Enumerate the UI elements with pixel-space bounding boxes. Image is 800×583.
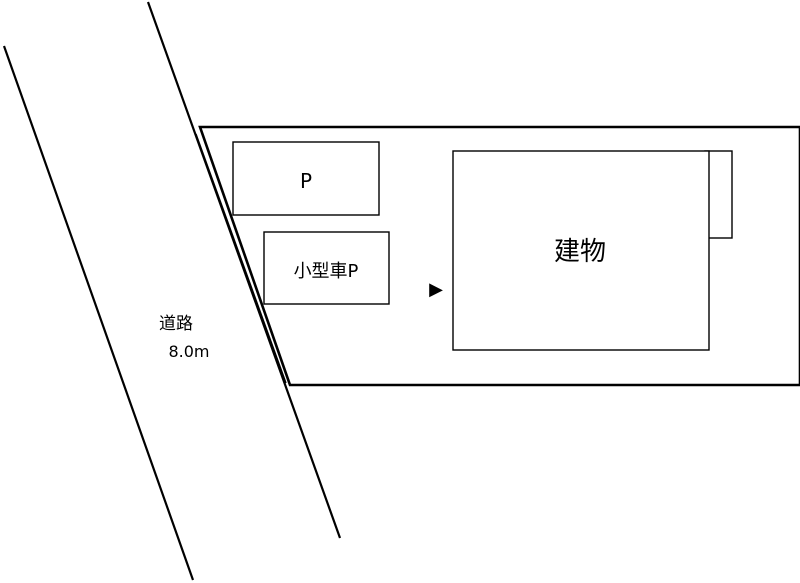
road-right-edge (146, 1, 342, 539)
parking-regular-label: P (300, 169, 312, 193)
parking-space-regular (232, 141, 380, 216)
road-left-edge (2, 45, 195, 581)
triangle-right-icon: ▶ (429, 279, 443, 300)
lot-frontage-inner-line (195, 133, 287, 384)
building-label: 建物 (554, 237, 606, 267)
parking-compact-label: 小型車P (294, 261, 359, 282)
parking-space-compact (263, 231, 390, 305)
road-width-label: 8.0m (168, 342, 209, 361)
lot-boundary (198, 125, 800, 387)
road-label: 道路 (159, 314, 193, 334)
building-outline (452, 150, 710, 351)
